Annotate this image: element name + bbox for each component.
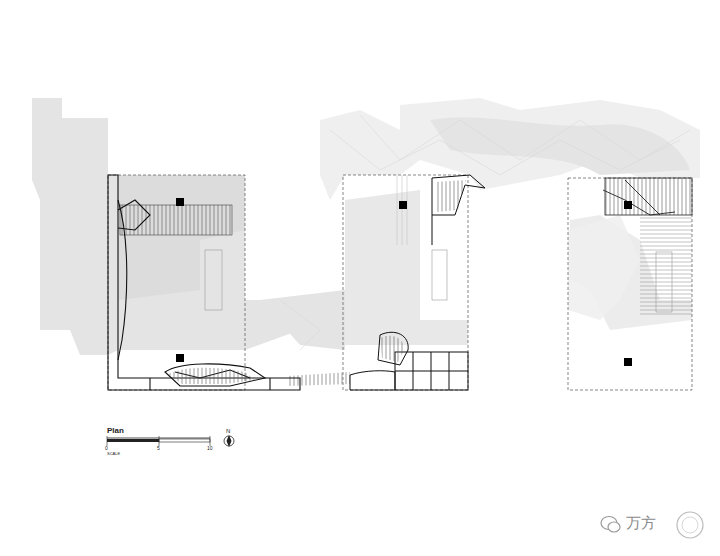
watermark: 万方 xyxy=(626,515,656,530)
deck xyxy=(395,175,410,245)
pavilion xyxy=(380,336,404,362)
scale-caption: SCALE xyxy=(107,452,120,456)
building-outline xyxy=(108,175,300,390)
north-arrow xyxy=(224,435,234,447)
inner-room xyxy=(205,250,672,312)
pavilion xyxy=(168,368,255,384)
canopy-lines xyxy=(280,115,690,350)
scale-number: 0 xyxy=(105,446,108,451)
walkway xyxy=(288,372,350,386)
watermark-icon xyxy=(601,512,703,538)
north-label: N xyxy=(226,428,230,434)
column xyxy=(176,198,632,366)
pavilion xyxy=(436,180,466,212)
scale-number: 5 xyxy=(157,446,160,451)
scale-bar xyxy=(107,436,210,446)
building-outline xyxy=(350,175,485,390)
deck xyxy=(640,215,692,315)
drawing-title: Plan xyxy=(107,427,124,435)
site-boundary xyxy=(108,175,692,390)
deck xyxy=(120,205,232,235)
scale-number: 10 xyxy=(207,446,213,451)
building-outline xyxy=(603,180,675,215)
shadow xyxy=(32,98,692,355)
faded-canopy xyxy=(320,98,700,320)
